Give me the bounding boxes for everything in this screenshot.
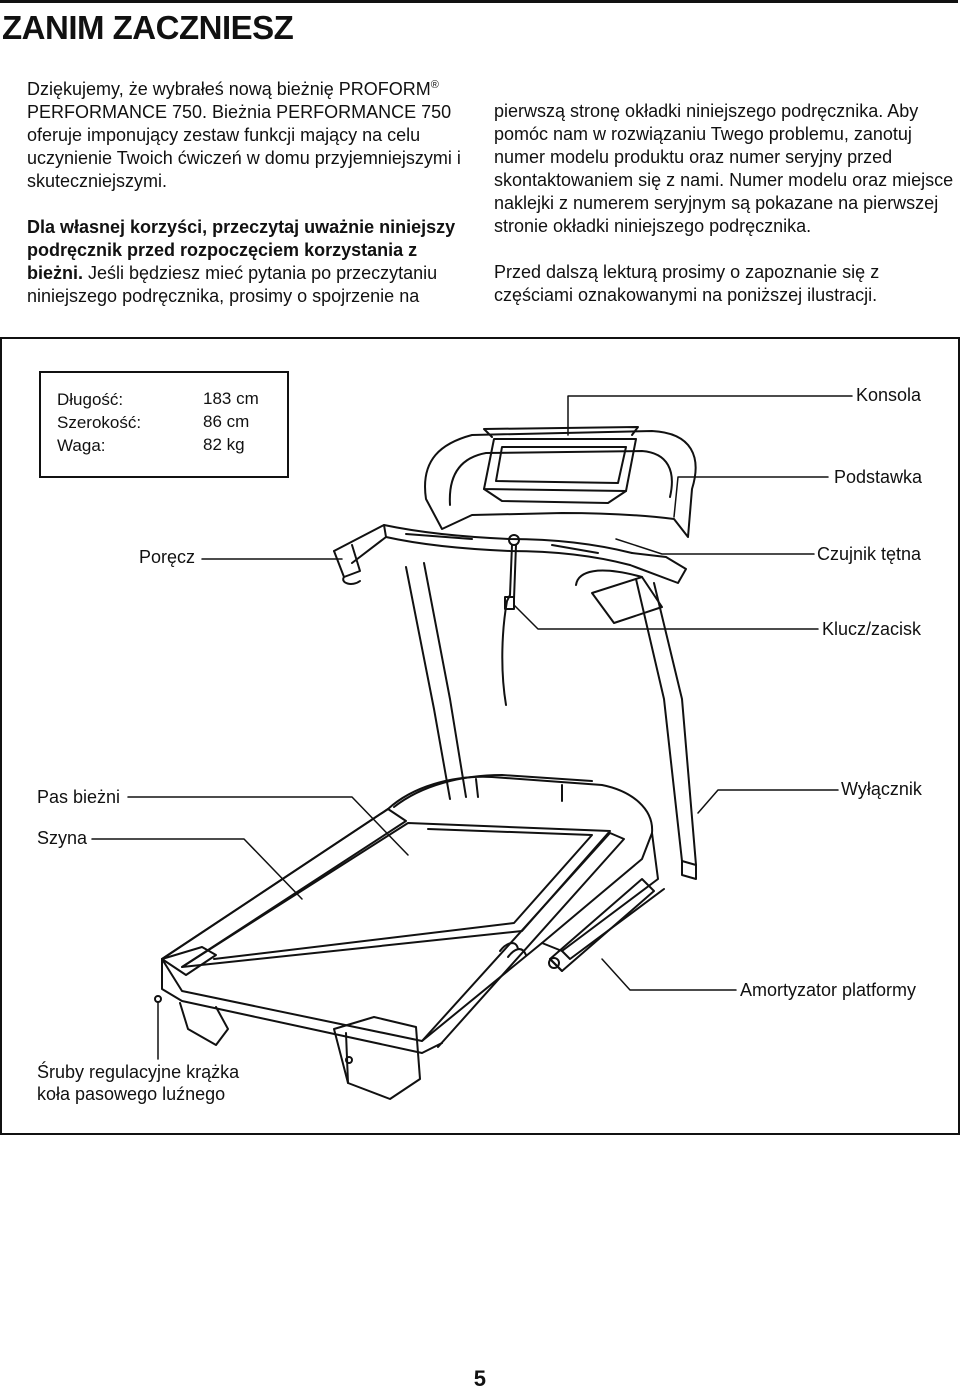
page-title: ZANIM ZACZNIESZ bbox=[2, 9, 294, 46]
intro-paragraph-2: Dla własnej korzyści, przeczytaj uważnie… bbox=[27, 216, 465, 308]
intro-paragraph-3: pierwszą stronę okładki niniejszego podr… bbox=[494, 101, 954, 236]
label-amortyzator: Amortyzator platformy bbox=[740, 980, 917, 1000]
label-podstawka: Podstawka bbox=[834, 467, 923, 487]
spec-length-value: 183 cm bbox=[203, 389, 259, 408]
treadmill-illustration bbox=[91, 395, 853, 1100]
intro-paragraph-4: Przed dalszą lekturą prosimy o zapoznani… bbox=[494, 262, 880, 305]
page-number: 5 bbox=[473, 1366, 486, 1391]
label-szyna: Szyna bbox=[37, 828, 88, 848]
spec-weight-label: Waga: bbox=[57, 436, 106, 455]
spec-length-label: Długość: bbox=[57, 390, 124, 409]
intro-p1-text-a: Dziękujemy, że wybrałeś nową bieżnię PRO… bbox=[27, 79, 431, 99]
spec-box: Długość: 183 cm Szerokość: 86 cm Waga: 8… bbox=[39, 371, 289, 478]
intro-paragraph-1: Dziękujemy, że wybrałeś nową bieżnię PRO… bbox=[27, 74, 465, 193]
page-heading-bar: ZANIM ZACZNIESZ bbox=[0, 0, 958, 49]
label-czujnik: Czujnik tętna bbox=[817, 544, 922, 564]
label-sruby-line-1: Śruby regulacyjne krążka bbox=[37, 1062, 240, 1082]
label-klucz: Klucz/zacisk bbox=[822, 619, 922, 639]
intro-p1-text-b: PERFORMANCE 750. Bieżnia PERFORMANCE 750… bbox=[27, 102, 461, 191]
page-number-row: 5 bbox=[0, 1366, 960, 1392]
intro-p2-bold: Dla własnej korzyści, przeczytaj uważnie… bbox=[27, 217, 456, 283]
spec-weight-value: 82 kg bbox=[203, 435, 245, 454]
registered-mark: ® bbox=[430, 79, 439, 91]
intro-right-column: pierwszą stronę okładki niniejszego podr… bbox=[494, 100, 956, 307]
label-sruby-line-2: koła pasowego luźnego bbox=[37, 1084, 226, 1104]
spec-width-label: Szerokość: bbox=[57, 413, 142, 432]
label-sruby: Śruby regulacyjne krążka koła pasowego l… bbox=[37, 1061, 239, 1105]
label-wylacznik: Wyłącznik bbox=[841, 779, 922, 799]
spec-width-value: 86 cm bbox=[203, 412, 250, 431]
label-porecz: Poręcz bbox=[139, 547, 196, 567]
intro-p2-rest: Jeśli będziesz mieć pytania po przeczyta… bbox=[27, 263, 438, 306]
intro-left-column: Dziękujemy, że wybrałeś nową bieżnię PRO… bbox=[27, 74, 465, 308]
treadmill-figure: Długość: 183 cm Szerokość: 86 cm Waga: 8… bbox=[0, 337, 960, 1135]
label-konsola: Konsola bbox=[856, 385, 922, 405]
label-pas: Pas bieżni bbox=[37, 787, 121, 807]
